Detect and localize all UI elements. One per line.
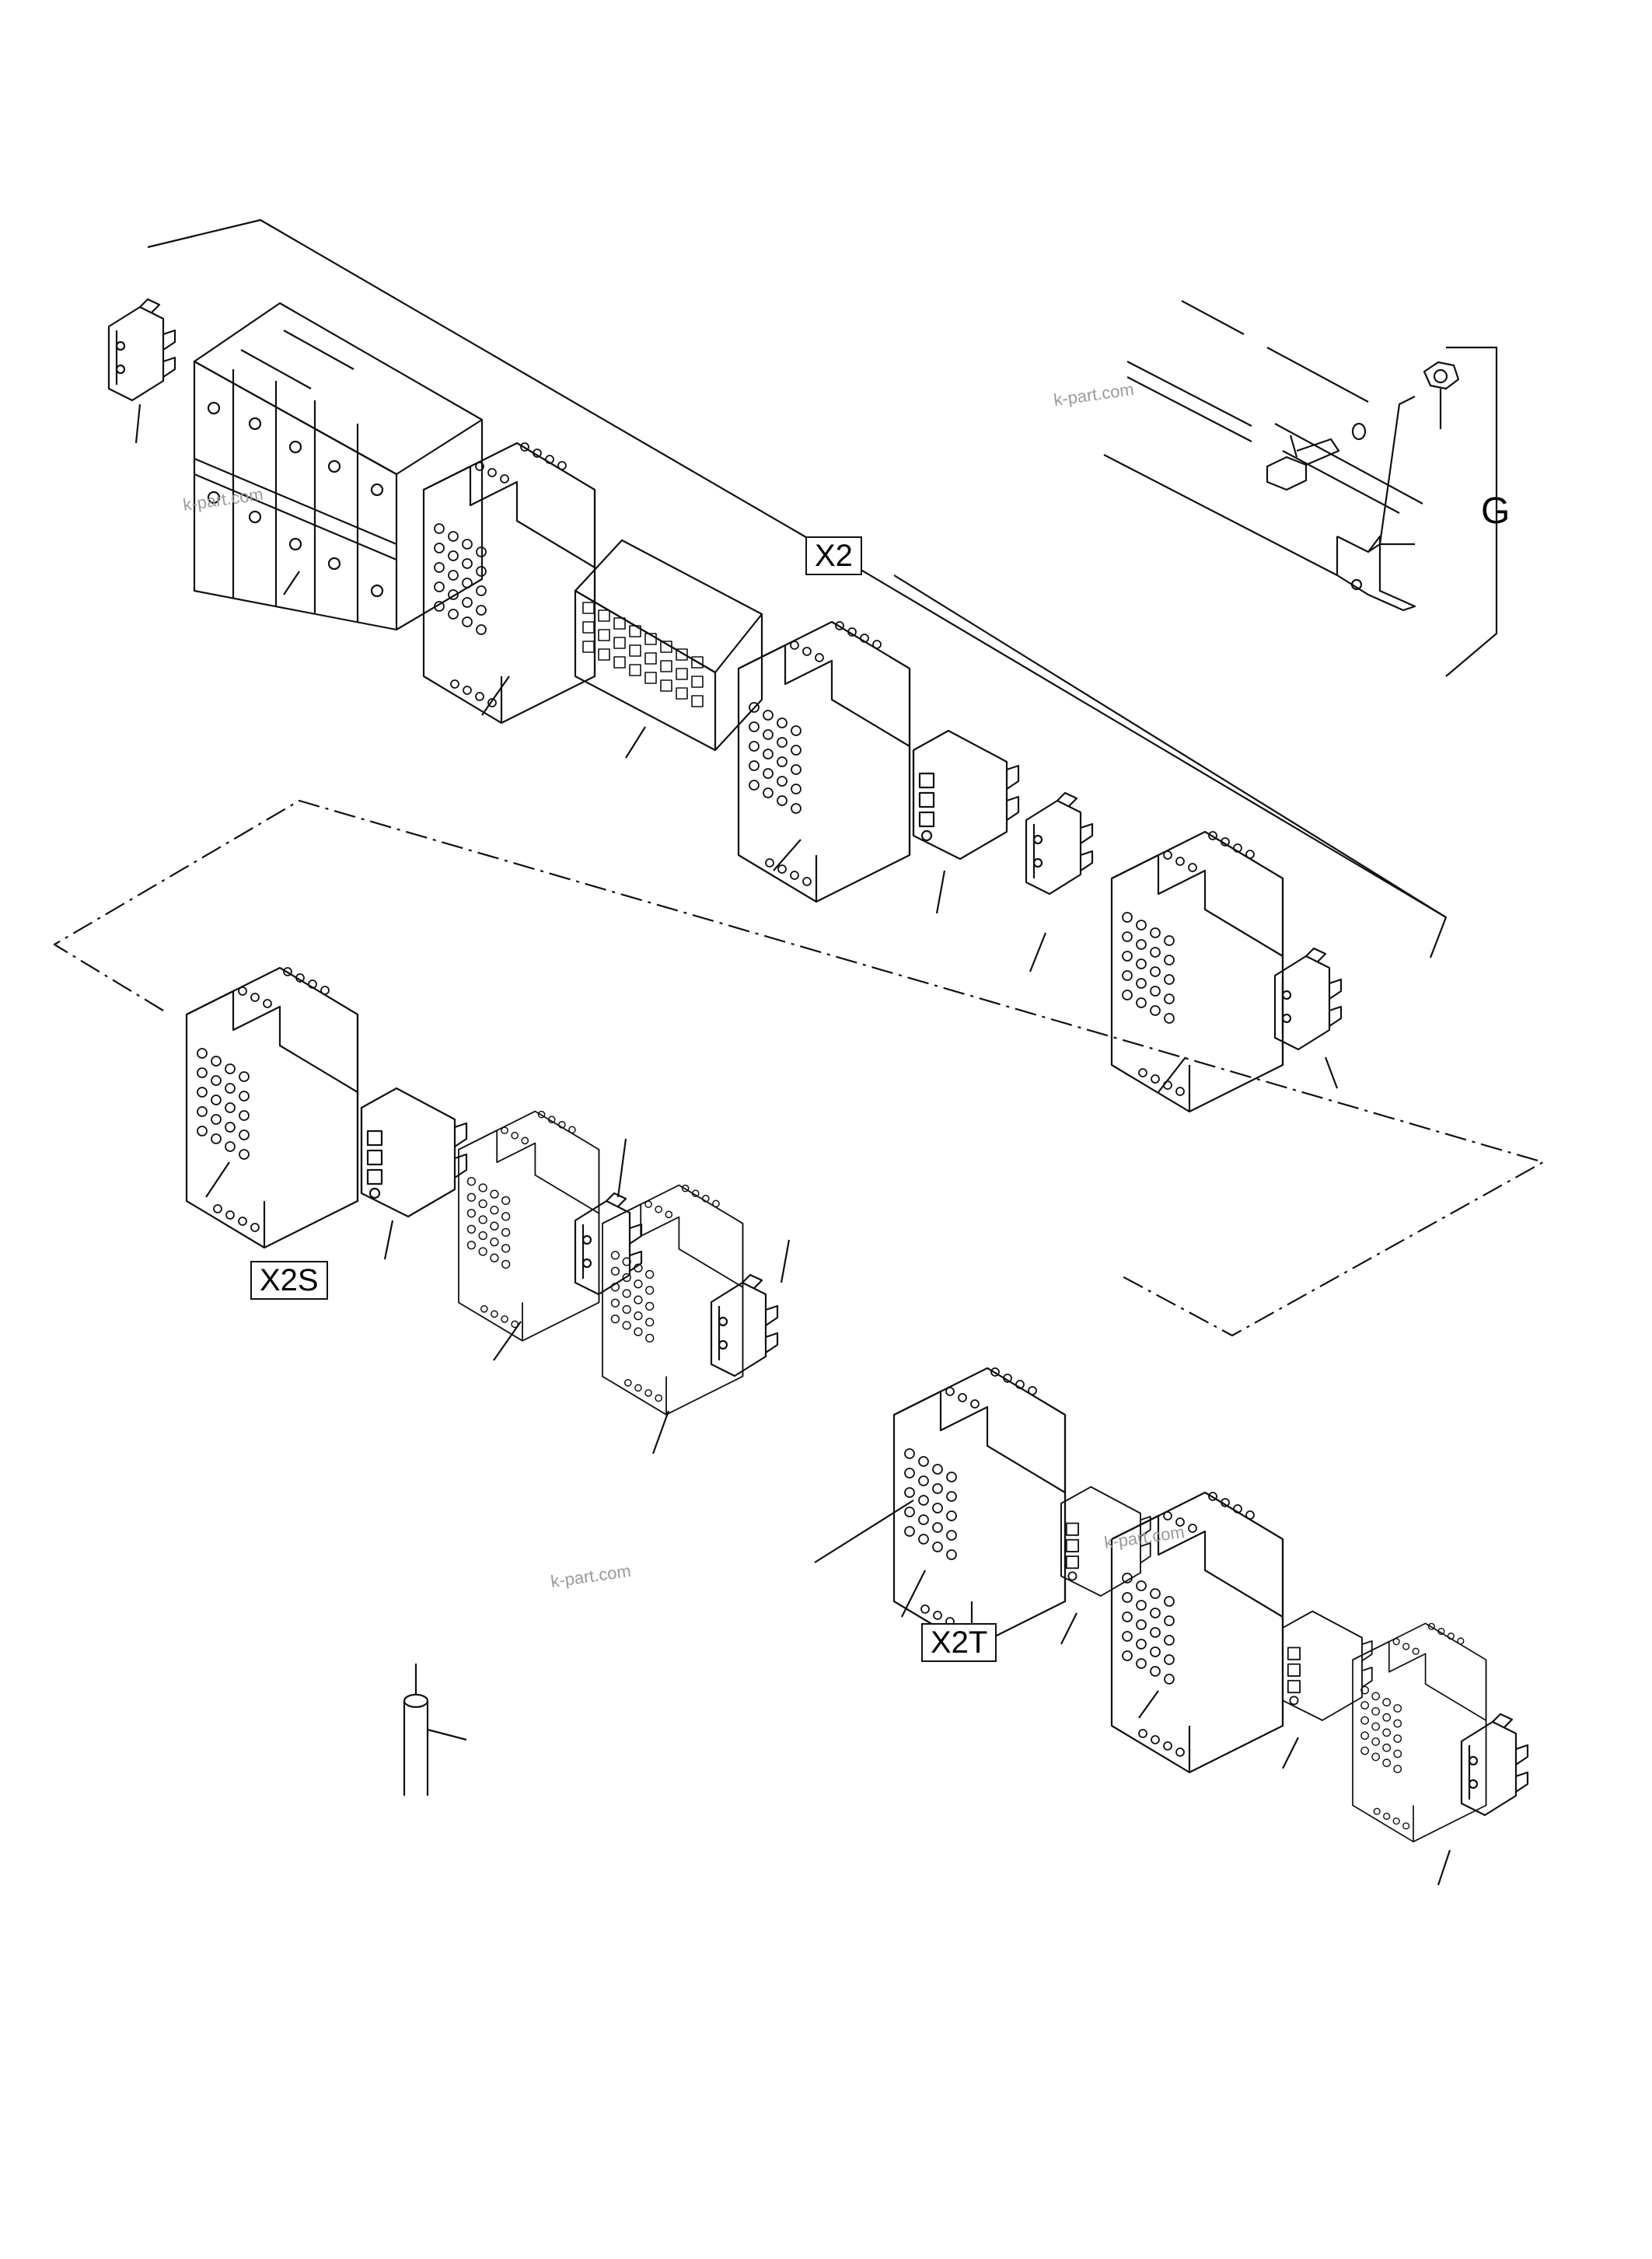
x2t-terminal-slim-2 bbox=[1282, 1610, 1373, 1721]
x2-assembly-bracket bbox=[147, 218, 1448, 958]
leader bbox=[935, 870, 946, 914]
leader bbox=[1060, 1612, 1077, 1645]
terminal-block-2 bbox=[737, 620, 911, 903]
x2t-label: X2T bbox=[921, 1623, 997, 1662]
leader bbox=[1138, 1690, 1159, 1719]
leader bbox=[1282, 1737, 1299, 1769]
leader bbox=[1437, 1849, 1451, 1886]
terminal-block-3 bbox=[1110, 830, 1284, 1113]
x2s-end-clamp-2 bbox=[710, 1273, 779, 1377]
leader bbox=[901, 1569, 926, 1618]
g-label: G bbox=[1481, 491, 1511, 532]
x2s-label: X2S bbox=[250, 1261, 328, 1300]
leader bbox=[773, 839, 802, 871]
leader bbox=[625, 726, 646, 759]
x2s-terminal-block-2 bbox=[458, 1110, 600, 1342]
leader bbox=[283, 571, 300, 595]
wire-part bbox=[403, 1664, 467, 1796]
x2t-terminal-block-1 bbox=[892, 1367, 1067, 1650]
g-bracket bbox=[1445, 346, 1498, 677]
x2t-terminal-block-3 bbox=[1352, 1622, 1487, 1843]
leader bbox=[1029, 932, 1047, 972]
leader bbox=[1324, 1056, 1339, 1089]
leader bbox=[134, 403, 141, 444]
fuse-terminal-strip bbox=[574, 539, 763, 752]
x2s-terminal-block-3 bbox=[602, 1184, 744, 1416]
x2s-dashed-outline bbox=[53, 799, 1545, 1337]
leader bbox=[780, 1239, 791, 1283]
x2s-terminal-block-1 bbox=[185, 966, 359, 1249]
end-clamp-3 bbox=[1273, 947, 1343, 1051]
end-clamp-2 bbox=[1025, 791, 1094, 896]
leader bbox=[1158, 1056, 1186, 1093]
terminal-slim-1 bbox=[912, 729, 1020, 861]
x2-label-line bbox=[893, 574, 1447, 918]
leader bbox=[205, 1161, 230, 1198]
leader bbox=[481, 676, 510, 716]
leader bbox=[616, 1138, 627, 1198]
x2s-terminal-slim bbox=[360, 1087, 468, 1218]
fuse-holder-block bbox=[193, 302, 484, 631]
terminal-block-1 bbox=[422, 442, 596, 724]
leader bbox=[383, 1220, 394, 1260]
x2-label: X2 bbox=[805, 536, 862, 575]
x2t-end-clamp bbox=[1460, 1713, 1529, 1817]
bolt-bracket-assembly bbox=[1103, 300, 1498, 677]
end-clamp-left bbox=[107, 298, 176, 402]
leader bbox=[493, 1321, 522, 1361]
leader bbox=[651, 1410, 670, 1454]
leader bbox=[814, 1500, 914, 1563]
